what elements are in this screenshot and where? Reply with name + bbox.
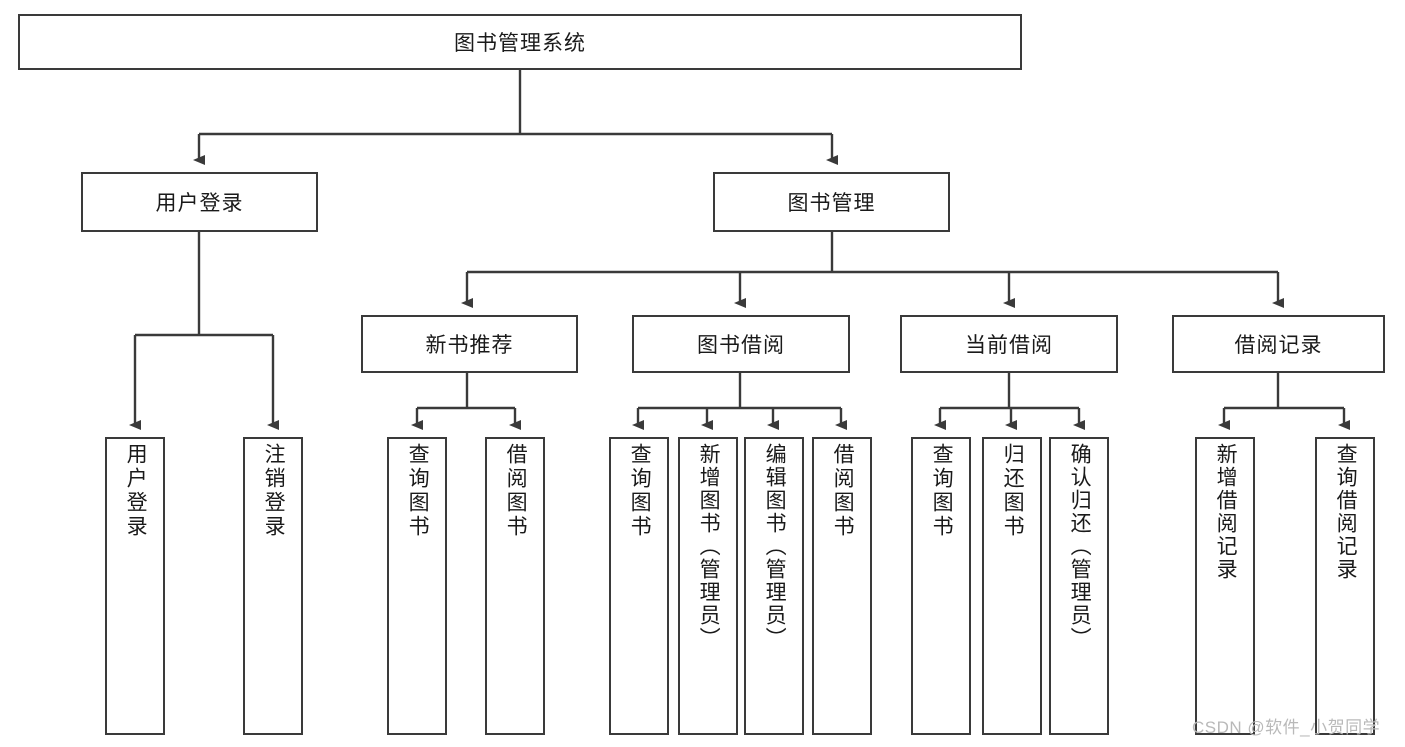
node-book-borrow[interactable]: 图书借阅 <box>632 315 850 373</box>
leaf-new-book-borrow[interactable]: 借阅图书 <box>485 437 545 735</box>
node-book-management[interactable]: 图书管理 <box>713 172 950 232</box>
node-current-borrow[interactable]: 当前借阅 <box>900 315 1118 373</box>
leaf-book-borrow-query[interactable]: 查询图书 <box>609 437 669 735</box>
node-label: 用户登录 <box>124 443 148 539</box>
node-label: 图书借阅 <box>697 334 785 357</box>
leaf-new-book-query[interactable]: 查询图书 <box>387 437 447 735</box>
node-root-system[interactable]: 图书管理系统 <box>18 14 1022 70</box>
node-label: 查询图书 <box>628 443 652 539</box>
node-label: 确认归还（管理员） <box>1068 443 1092 650</box>
leaf-current-borrow-query[interactable]: 查询图书 <box>911 437 971 735</box>
leaf-book-borrow-add[interactable]: 新增图书（管理员） <box>678 437 738 735</box>
leaf-current-borrow-confirm[interactable]: 确认归还（管理员） <box>1049 437 1109 735</box>
node-label: 图书管理系统 <box>454 32 586 55</box>
node-label: 新增图书（管理员） <box>697 443 721 650</box>
node-new-book-recommend[interactable]: 新书推荐 <box>361 315 578 373</box>
node-label: 查询图书 <box>930 443 954 539</box>
node-label: 借阅图书 <box>504 443 528 539</box>
node-label: 新增借阅记录 <box>1214 443 1238 581</box>
leaf-book-borrow-edit[interactable]: 编辑图书（管理员） <box>744 437 804 735</box>
node-label: 用户登录 <box>155 192 244 215</box>
node-label: 借阅图书 <box>831 443 855 539</box>
node-label: 查询借阅记录 <box>1334 443 1358 581</box>
node-label: 查询图书 <box>406 443 430 539</box>
leaf-book-borrow-borrow[interactable]: 借阅图书 <box>812 437 872 735</box>
csdn-watermark: CSDN @软件_小贺同学 <box>1192 718 1381 737</box>
leaf-borrow-record-query[interactable]: 查询借阅记录 <box>1315 437 1375 735</box>
node-label: 图书管理 <box>787 192 876 215</box>
node-user-login[interactable]: 用户登录 <box>81 172 318 232</box>
node-label: 新书推荐 <box>425 334 514 357</box>
leaf-current-borrow-return[interactable]: 归还图书 <box>982 437 1042 735</box>
node-label: 注销登录 <box>262 443 286 539</box>
node-label: 当前借阅 <box>965 334 1053 357</box>
node-label: 编辑图书（管理员） <box>763 443 787 650</box>
leaf-user-login-signout[interactable]: 注销登录 <box>243 437 303 735</box>
leaf-user-login-signin[interactable]: 用户登录 <box>105 437 165 735</box>
node-borrow-record[interactable]: 借阅记录 <box>1172 315 1385 373</box>
leaf-borrow-record-add[interactable]: 新增借阅记录 <box>1195 437 1255 735</box>
node-label: 借阅记录 <box>1234 334 1323 357</box>
node-label: 归还图书 <box>1001 443 1025 539</box>
